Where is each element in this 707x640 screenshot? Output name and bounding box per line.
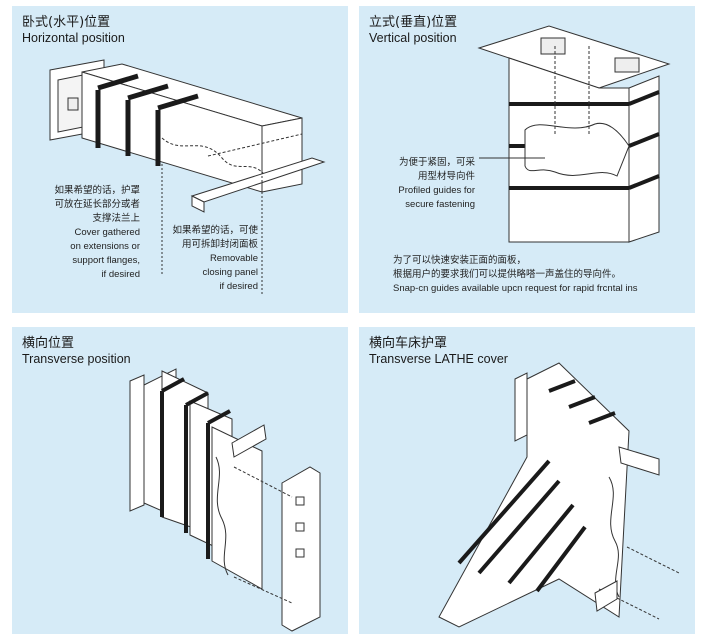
panel-title-cn: 横向位置 <box>22 336 75 351</box>
note-profiled-guides: 为便于紧固，可采 用型材导向件 Profiled guides for secu… <box>365 156 475 212</box>
panel-title-en: Transverse position <box>22 352 131 366</box>
note-line: if desired <box>101 269 140 280</box>
panel-title-cn: 立式(垂直)位置 <box>369 15 458 30</box>
end-flange-plate <box>514 372 528 442</box>
vertical-position-panel: 立式(垂直)位置 Vertical position 为便于紧固，可采 用型材导… <box>359 6 695 313</box>
note-line: Profiled guides for <box>398 185 475 196</box>
note-line: on extensions or <box>70 241 140 252</box>
note-removable-panel: 如果希望的话，可使 用可拆卸封闭面板 Removable closing pan… <box>142 224 258 294</box>
lathe-cover-drawing <box>438 362 680 628</box>
note-snap-on-guides: 为了可以快速安装正面的面板， 根据用户的要求我们可以提供略嗒一声盖住的导向件。 … <box>393 254 638 296</box>
note-line: support flanges, <box>72 255 140 266</box>
note-line: 为了可以快速安装正面的面板， <box>393 255 527 266</box>
note-line: Removable <box>209 253 258 264</box>
note-line: Cover gathered <box>74 227 140 238</box>
note-cover-gathered: 如果希望的话，护罩 可放在延长部分或者 支撑法兰上 Cover gathered… <box>20 184 140 282</box>
bellows-folds <box>457 379 616 593</box>
end-flange-plate <box>129 374 145 512</box>
note-line: 根据用户的要求我们可以提供略嗒一声盖住的导向件。 <box>393 269 622 280</box>
bellows-folds <box>95 73 199 166</box>
note-line: 用型材导向件 <box>417 171 475 182</box>
note-line: closing panel <box>202 267 258 278</box>
note-line: 可放在延长部分或者 <box>54 199 140 210</box>
note-line: 如果希望的话，可使 <box>172 225 258 236</box>
transverse-cover-drawing <box>129 368 321 632</box>
transverse-lathe-cover-panel: 横向车床护罩 Transverse LATHE cover <box>359 327 695 634</box>
cover-body <box>438 362 630 628</box>
bellows-folds <box>160 377 231 559</box>
mounting-bracket <box>67 97 79 111</box>
panel-title-cn: 横向车床护罩 <box>369 336 448 351</box>
horizontal-cover-drawing <box>49 59 326 294</box>
transverse-position-panel: 横向位置 Transverse position <box>12 327 348 634</box>
panel-title-en: Horizontal position <box>22 31 125 45</box>
horizontal-position-panel: 卧式(水平)位置 Horizontal position <box>12 6 348 313</box>
panel-title-en: Transverse LATHE cover <box>369 352 508 366</box>
vertical-cover-drawing <box>477 25 671 243</box>
top-flange <box>477 25 671 89</box>
cover-side <box>628 75 660 243</box>
note-line: 支撑法兰上 <box>92 213 140 224</box>
panel-title-en: Vertical position <box>369 31 457 45</box>
note-line: 用可拆卸封闭面板 <box>181 239 258 250</box>
note-line: 如果希望的话，护罩 <box>54 185 140 196</box>
note-line: secure fastening <box>405 199 475 210</box>
panel-title-cn: 卧式(水平)位置 <box>22 15 111 30</box>
note-line: if desired <box>219 281 258 292</box>
note-line: 为便于紧固，可采 <box>398 157 475 168</box>
note-line: Snap-cn guides available upcn request fo… <box>393 283 638 294</box>
